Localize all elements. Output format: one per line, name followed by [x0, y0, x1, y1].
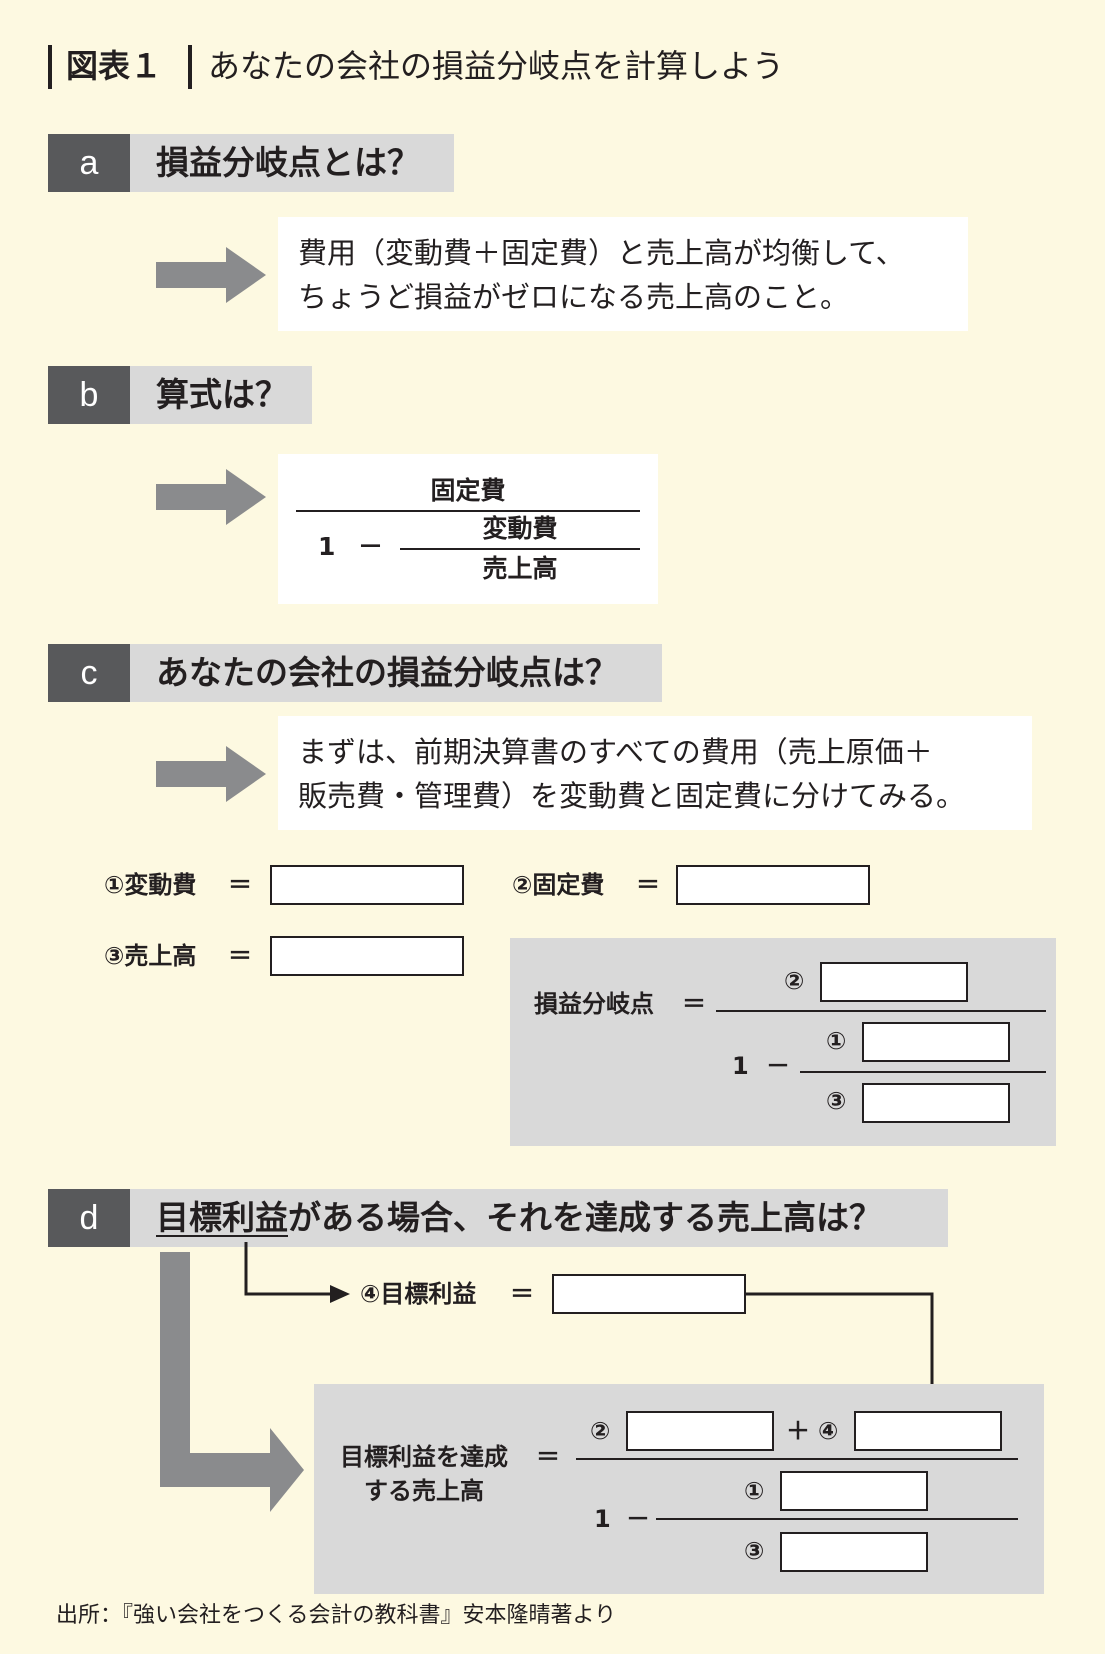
formula-one: 1 [732, 1052, 749, 1080]
marker-2: ② [590, 1417, 611, 1445]
sales-slot[interactable] [780, 1532, 928, 1572]
formula-minus: － [358, 532, 384, 561]
sales-label: ③売上高 [104, 942, 197, 970]
sales-slot[interactable] [862, 1083, 1010, 1123]
target-profit-input[interactable] [552, 1274, 746, 1314]
main-fraction-line [296, 510, 640, 512]
break-even-formula-panel: 損益分岐点 ＝ ② 1 － ① ③ [510, 938, 1056, 1146]
section-a-definition: 費用（変動費＋固定費）と売上高が均衡して、 ちょうど損益がゼロになる売上高のこと… [278, 217, 968, 331]
target-profit-slot[interactable] [854, 1411, 1002, 1451]
arrow-right-icon [156, 746, 266, 802]
formula-minus: － [766, 1052, 790, 1080]
equals-sign: ＝ [536, 1443, 560, 1471]
equals-sign: ＝ [682, 990, 706, 1018]
target-sales-label-line-2: する売上高 [364, 1477, 484, 1505]
sales-input[interactable] [270, 936, 464, 976]
section-b-letter: b [48, 366, 130, 424]
section-c-instruction: まずは、前期決算書のすべての費用（売上原価＋ 販売費・管理費）を変動費と固定費に… [278, 716, 1032, 830]
marker-1: ① [744, 1477, 765, 1505]
arrow-right-icon [156, 469, 266, 525]
main-fraction-line [576, 1458, 1018, 1460]
section-a-letter: a [48, 134, 130, 192]
variable-cost-label: ①変動費 [104, 871, 197, 899]
marker-4: ④ [818, 1417, 839, 1445]
inner-fraction-line [800, 1071, 1046, 1073]
source-citation: 出所：『強い会社をつくる会計の教科書』安本隆晴著より [56, 1603, 617, 1628]
section-d-heading-rest: がある場合、それを達成する売上高は？ [288, 1198, 882, 1237]
equals-sign: ＝ [228, 942, 252, 970]
equals-sign: ＝ [510, 1280, 534, 1308]
target-sales-formula-panel: 目標利益を達成 する売上高 ＝ ② ＋ ④ 1 － ① ③ [314, 1384, 1044, 1594]
marker-3: ③ [826, 1087, 847, 1115]
fixed-cost-slot[interactable] [626, 1411, 774, 1451]
formula-numerator: 固定費 [430, 476, 506, 505]
title-bar-separator [188, 45, 192, 89]
fixed-cost-input[interactable] [676, 865, 870, 905]
figure-title: あなたの会社の損益分岐点を計算しよう [208, 47, 785, 85]
main-fraction-line [716, 1010, 1046, 1012]
inner-fraction-line [400, 548, 640, 550]
marker-3: ③ [744, 1537, 765, 1565]
formula-one: 1 [318, 532, 336, 561]
section-d-letter: d [48, 1189, 130, 1247]
variable-cost-slot[interactable] [862, 1022, 1010, 1062]
section-c-heading: あなたの会社の損益分岐点は？ [130, 644, 662, 702]
instruction-line-1: まずは、前期決算書のすべての費用（売上原価＋ [298, 735, 933, 769]
definition-line-1: 費用（変動費＋固定費）と売上高が均衡して、 [298, 236, 905, 270]
marker-2: ② [784, 967, 805, 995]
title-bar-left [48, 45, 52, 89]
break-even-label: 損益分岐点 [534, 990, 654, 1018]
variable-cost-slot[interactable] [780, 1471, 928, 1511]
section-a-heading: 損益分岐点とは？ [130, 134, 454, 192]
equals-sign: ＝ [636, 871, 660, 899]
section-d-heading: 目標利益がある場合、それを達成する売上高は？ [130, 1189, 948, 1247]
formula-inner-numerator: 変動費 [482, 514, 558, 543]
formula-card: 固定費 1 － 変動費 売上高 [278, 454, 658, 604]
figure-label: 図表１ [66, 47, 163, 85]
formula-minus: － [626, 1505, 650, 1533]
target-profit-term: 目標利益 [156, 1198, 288, 1237]
target-sales-label-line-1: 目標利益を達成 [340, 1443, 508, 1471]
definition-line-2: ちょうど損益がゼロになる売上高のこと。 [298, 280, 850, 314]
section-b-heading: 算式は？ [130, 366, 312, 424]
arrow-right-icon [156, 247, 266, 303]
fixed-cost-slot[interactable] [820, 962, 968, 1002]
marker-1: ① [826, 1027, 847, 1055]
variable-cost-input[interactable] [270, 865, 464, 905]
plus-sign: ＋ [786, 1417, 810, 1445]
formula-one: 1 [594, 1505, 611, 1533]
equals-sign: ＝ [228, 871, 252, 899]
formula-inner-denominator: 売上高 [482, 554, 558, 583]
fixed-cost-label: ②固定費 [512, 871, 605, 899]
instruction-line-2: 販売費・管理費）を変動費と固定費に分けてみる。 [298, 779, 966, 813]
target-profit-label: ④目標利益 [360, 1280, 477, 1308]
section-c-letter: c [48, 644, 130, 702]
inner-fraction-line [656, 1518, 1018, 1520]
